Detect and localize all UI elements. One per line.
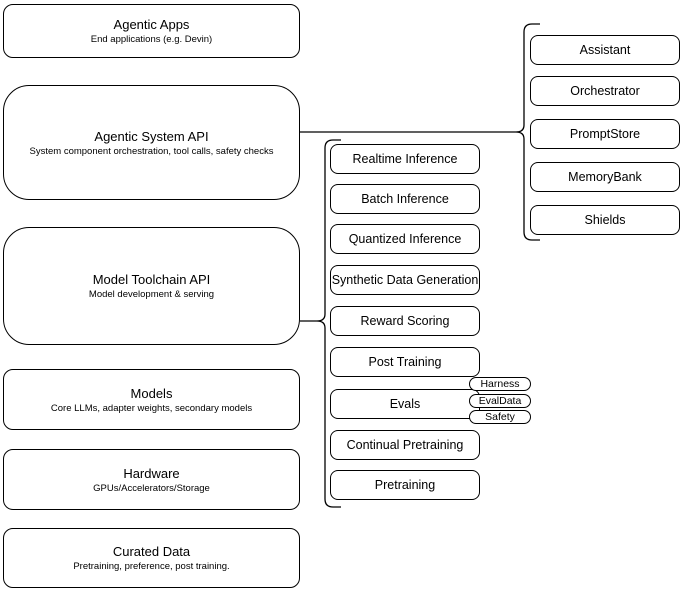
toolchain-item-realtime-inference: Realtime Inference: [330, 144, 480, 174]
system-item-promptstore: PromptStore: [530, 119, 680, 149]
toolchain-item-evals: Evals: [330, 389, 480, 419]
layer-subtitle: System component orchestration, tool cal…: [29, 145, 274, 157]
layer-hardware: Hardware GPUs/Accelerators/Storage: [3, 449, 300, 510]
system-item-orchestrator: Orchestrator: [530, 76, 680, 106]
system-item-shields: Shields: [530, 205, 680, 235]
layer-curated-data: Curated Data Pretraining, preference, po…: [3, 528, 300, 588]
toolchain-item-batch-inference: Batch Inference: [330, 184, 480, 214]
layer-subtitle: GPUs/Accelerators/Storage: [93, 482, 210, 494]
layer-agentic-apps: Agentic Apps End applications (e.g. Devi…: [3, 4, 300, 58]
layer-agentic-system-api: Agentic System API System component orch…: [3, 85, 300, 200]
evals-tag-safety: Safety: [469, 410, 531, 424]
layer-subtitle: Pretraining, preference, post training.: [73, 561, 230, 572]
layer-title: Agentic System API: [94, 128, 209, 144]
layer-model-toolchain-api: Model Toolchain API Model development & …: [3, 227, 300, 345]
system-item-memorybank: MemoryBank: [530, 162, 680, 192]
layer-title: Agentic Apps: [113, 17, 190, 32]
layer-subtitle: Core LLMs, adapter weights, secondary mo…: [50, 402, 253, 414]
toolchain-item-continual-pretraining: Continual Pretraining: [330, 430, 480, 460]
layer-title: Model Toolchain API: [92, 272, 211, 287]
layer-title: Hardware: [123, 465, 180, 481]
toolchain-item-synthetic-data-generation: Synthetic Data Generation: [330, 265, 480, 295]
layer-title: Curated Data: [112, 544, 191, 559]
layer-title: Models: [130, 385, 173, 401]
layer-subtitle: Model development & serving: [88, 289, 215, 300]
toolchain-item-pretraining: Pretraining: [330, 470, 480, 500]
layer-subtitle: End applications (e.g. Devin): [90, 34, 213, 45]
layer-models: Models Core LLMs, adapter weights, secon…: [3, 369, 300, 430]
toolchain-item-post-training: Post Training: [330, 347, 480, 377]
toolchain-item-reward-scoring: Reward Scoring: [330, 306, 480, 336]
evals-tag-harness: Harness: [469, 377, 531, 391]
evals-tag-evaldata: EvalData: [469, 394, 531, 408]
toolchain-item-quantized-inference: Quantized Inference: [330, 224, 480, 254]
system-item-assistant: Assistant: [530, 35, 680, 65]
